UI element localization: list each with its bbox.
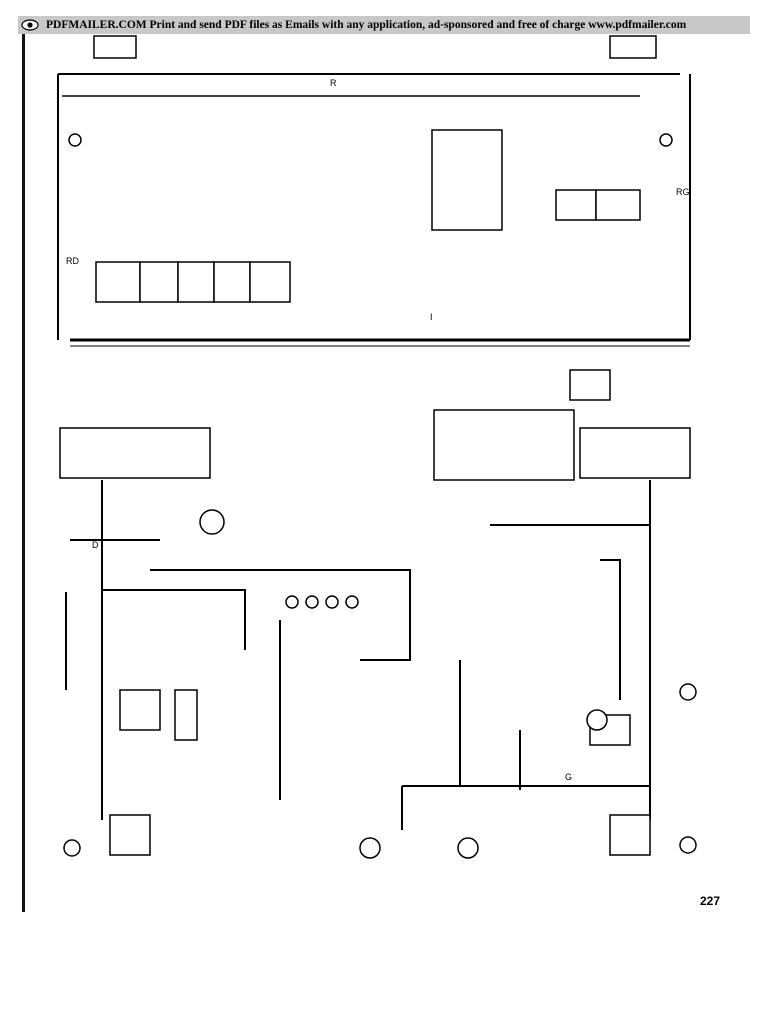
relay-block-left — [95, 261, 141, 303]
page-number: 227 — [700, 894, 721, 908]
warning-lamp-right — [679, 683, 697, 701]
switch-panel-right-2 — [595, 189, 641, 221]
module-mid-right — [569, 369, 611, 401]
lower-link-6 — [600, 559, 621, 700]
switch-panel-right-1 — [555, 189, 597, 221]
horn-left — [63, 839, 81, 857]
fuse-box-left — [59, 427, 211, 479]
lamp-right — [659, 133, 673, 147]
connector-block-top-right — [609, 35, 657, 59]
bulb-4 — [345, 595, 359, 609]
relay-block-3 — [177, 261, 215, 303]
connector-lower-left — [109, 814, 151, 856]
pdfmailer-banner: PDFMAILER.COM Print and send PDF files a… — [18, 16, 750, 34]
page-binding-edge — [22, 34, 25, 912]
motor-lower-2 — [457, 837, 479, 859]
eye-logo-icon — [18, 16, 42, 34]
instrument-panel — [433, 409, 575, 481]
harness-letter-top: R — [330, 78, 337, 88]
lower-link-2 — [150, 569, 411, 661]
lamp-left — [68, 133, 82, 147]
bulb-2 — [305, 595, 319, 609]
module-lower-left-2 — [174, 689, 198, 741]
horn-right — [679, 836, 697, 854]
connector-lower-right — [609, 814, 651, 856]
harness-letter-left-branch: D — [92, 540, 99, 550]
fuse-box-right — [579, 427, 691, 479]
harness-letter-right: RG — [676, 187, 690, 197]
switch-panel-upper — [431, 129, 503, 231]
relay-block-4 — [213, 261, 251, 303]
motor-upper — [199, 509, 225, 535]
harness-letter-left: RD — [66, 256, 79, 266]
bulb-1 — [285, 595, 299, 609]
module-lower-left — [119, 689, 161, 731]
connector-block-top-left — [93, 35, 137, 59]
relay-block-2 — [139, 261, 179, 303]
harness-letter-center: I — [430, 312, 433, 322]
relay-block-5 — [249, 261, 291, 303]
lower-link-1 — [102, 589, 246, 650]
banner-text: PDFMAILER.COM Print and send PDF files a… — [46, 19, 687, 31]
harness-letter-bottom: G — [565, 772, 572, 782]
bulb-3 — [325, 595, 339, 609]
motor-lower-1 — [359, 837, 381, 859]
motor-lower-3 — [586, 709, 608, 731]
